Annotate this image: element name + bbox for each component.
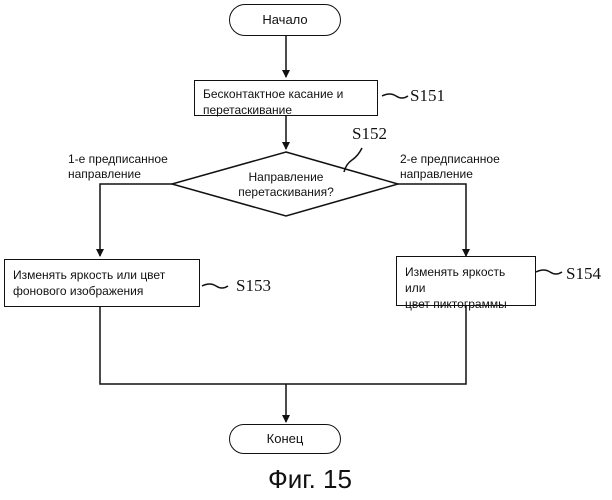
s154-line2: цвет пиктограммы — [405, 296, 527, 312]
s151-line2: перетаскивание — [203, 102, 369, 118]
branch-label-left: 1-е предписанное направление — [68, 152, 168, 182]
figure-caption: Фиг. 15 — [268, 464, 352, 495]
ref-s153: S153 — [236, 276, 271, 296]
branch-right-line1: 2-е предписанное — [400, 152, 500, 167]
leader-s151 — [382, 94, 408, 98]
ref-s151: S151 — [410, 86, 445, 106]
process-box-s154: Изменять яркость или цвет пиктограммы — [396, 256, 536, 306]
s154-line1: Изменять яркость или — [405, 264, 527, 296]
s153-line1: Изменять яркость или цвет — [13, 267, 191, 283]
process-box-s153: Изменять яркость или цвет фонового изобр… — [4, 259, 200, 307]
ref-s152: S152 — [352, 124, 387, 144]
decision-line2: перетаскивания? — [226, 185, 346, 200]
ref-s154: S154 — [566, 264, 601, 284]
branch-left-line2: направление — [68, 167, 168, 182]
merge-line — [100, 306, 466, 384]
leader-s153 — [202, 284, 228, 288]
end-terminal: Конец — [229, 424, 341, 454]
s153-line2: фонового изображения — [13, 283, 191, 299]
end-label: Конец — [267, 431, 304, 447]
decision-line1: Направление — [226, 170, 346, 185]
branch-right-line2: направление — [400, 167, 500, 182]
process-box-s151: Бесконтактное касание и перетаскивание — [194, 80, 378, 116]
arrow-left-branch — [100, 184, 172, 256]
decision-text: Направление перетаскивания? — [226, 170, 346, 200]
start-label: Начало — [262, 12, 307, 28]
branch-left-line1: 1-е предписанное — [68, 152, 168, 167]
start-terminal: Начало — [229, 4, 341, 36]
leader-s154 — [536, 270, 562, 274]
branch-label-right: 2-е предписанное направление — [400, 152, 500, 182]
leader-s152 — [344, 148, 362, 172]
arrow-right-branch — [398, 184, 466, 256]
s151-line1: Бесконтактное касание и — [203, 86, 369, 102]
